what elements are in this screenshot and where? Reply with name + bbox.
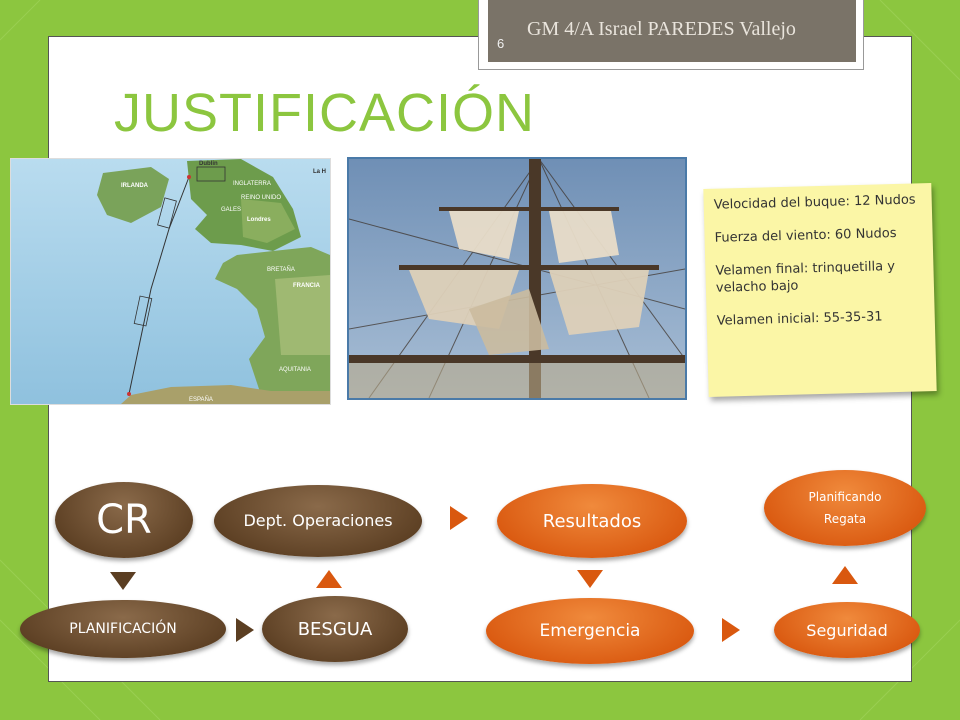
node-cr-label: CR bbox=[96, 497, 152, 543]
svg-text:BRETAÑA: BRETAÑA bbox=[267, 266, 295, 273]
node-emergencia: Emergencia bbox=[486, 598, 694, 664]
sticky-note: Velocidad del buque: 12 Nudos Fuerza del… bbox=[703, 183, 937, 397]
svg-text:Londres: Londres bbox=[247, 217, 271, 223]
node-besgua-label: BESGUA bbox=[297, 618, 373, 640]
node-cr: CR bbox=[55, 482, 193, 558]
svg-text:AQUITANIA: AQUITANIA bbox=[279, 367, 311, 373]
route-map-image: IRLANDA Dublin INGLATERRA REINO UNIDO GA… bbox=[10, 158, 331, 405]
arrow-up-seguridad bbox=[832, 566, 858, 584]
note-line-initial-sails: Velamen inicial: 55-35-31 bbox=[716, 309, 883, 329]
node-seguridad-label: Seguridad bbox=[806, 620, 888, 640]
author-name: GM 4/A Israel PAREDES Vallejo bbox=[527, 18, 796, 40]
node-planificando-regata: Planificando Regata bbox=[764, 470, 926, 546]
svg-text:ESPAÑA: ESPAÑA bbox=[189, 396, 213, 403]
ship-sails-photo bbox=[347, 157, 687, 400]
arrow-right-2 bbox=[236, 618, 254, 642]
node-planificando-regata-label: Planificando Regata bbox=[808, 490, 882, 526]
note-line-wind: Fuerza del viento: 60 Nudos bbox=[714, 225, 897, 246]
node-besgua: BESGUA bbox=[262, 596, 408, 662]
node-seguridad: Seguridad bbox=[774, 602, 920, 658]
note-line-speed: Velocidad del buque: 12 Nudos bbox=[713, 192, 916, 213]
svg-text:La H: La H bbox=[313, 169, 326, 175]
node-dept-operaciones-label: Dept. Operaciones bbox=[243, 511, 393, 530]
svg-text:Dublin: Dublin bbox=[199, 161, 218, 167]
svg-text:REINO UNIDO: REINO UNIDO bbox=[241, 195, 281, 201]
slide-title: JUSTIFICACIÓN bbox=[114, 83, 536, 143]
arrow-down-resultados bbox=[577, 570, 603, 588]
svg-text:IRLANDA: IRLANDA bbox=[121, 183, 149, 189]
svg-text:GALES: GALES bbox=[221, 207, 241, 213]
node-resultados-label: Resultados bbox=[542, 510, 642, 532]
node-planificacion-label: PLANIFICACIÓN bbox=[69, 621, 177, 637]
header-bar bbox=[488, 0, 856, 62]
slide-number: 6 bbox=[497, 36, 505, 51]
arrow-up-besgua bbox=[316, 570, 342, 588]
note-line-final-sails: Velamen final: trinquetilla y velacho ba… bbox=[715, 259, 896, 296]
svg-text:FRANCIA: FRANCIA bbox=[293, 283, 321, 289]
node-resultados: Resultados bbox=[497, 484, 687, 558]
arrow-down-cr bbox=[110, 572, 136, 590]
node-emergencia-label: Emergencia bbox=[539, 621, 641, 641]
node-dept-operaciones: Dept. Operaciones bbox=[214, 485, 422, 557]
node-planificacion: PLANIFICACIÓN bbox=[20, 600, 226, 658]
arrow-right-1 bbox=[450, 506, 468, 530]
svg-text:INGLATERRA: INGLATERRA bbox=[233, 181, 271, 187]
arrow-right-3 bbox=[722, 618, 740, 642]
